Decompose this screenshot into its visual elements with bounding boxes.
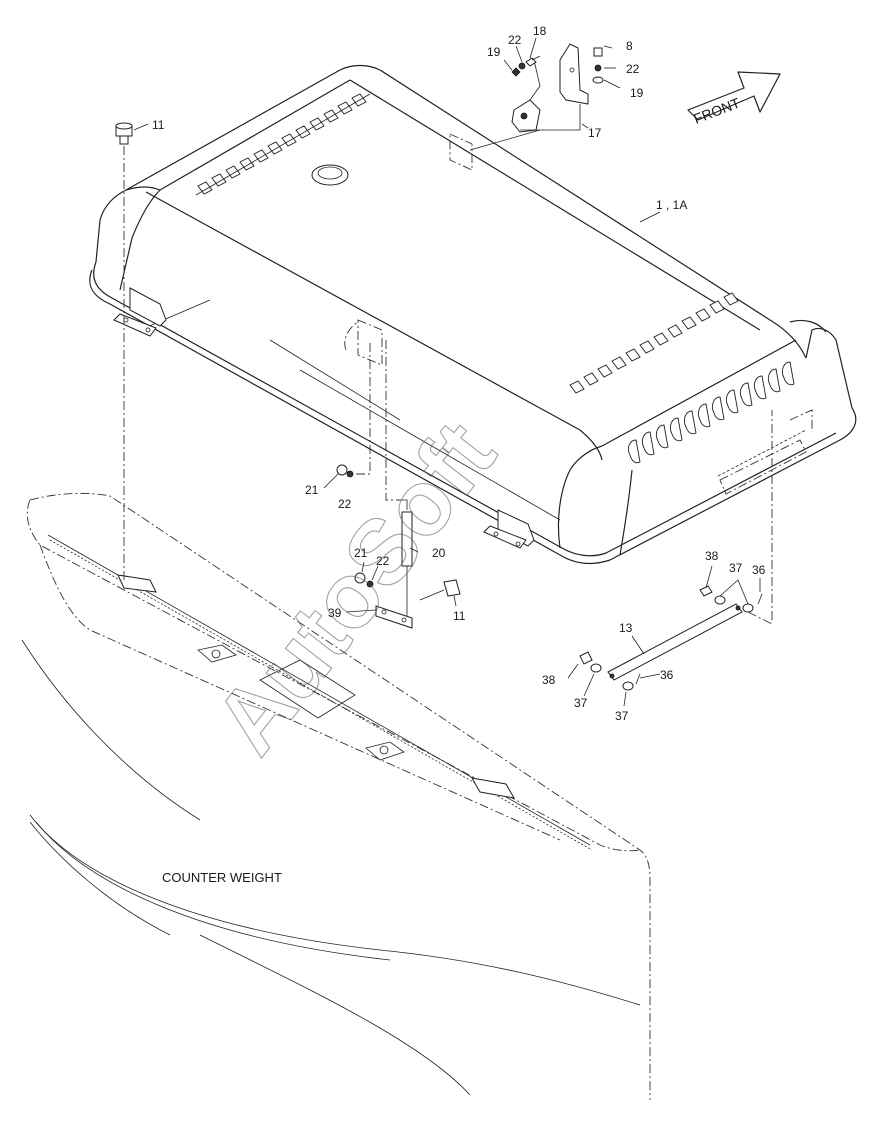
callout-21-a: 21 [305, 483, 319, 497]
callout-37-a: 37 [729, 561, 743, 575]
callout-22-a: 22 [508, 33, 522, 47]
callout-13: 13 [619, 621, 633, 635]
callout-22-d: 22 [376, 554, 390, 568]
callout-38-a: 38 [705, 549, 719, 563]
latch-17 [469, 43, 604, 151]
callout-38-b: 38 [542, 673, 556, 687]
callout-21-b: 21 [354, 546, 368, 560]
callout-19-b: 19 [630, 86, 644, 100]
callout-11-top: 11 [152, 118, 165, 132]
gas-spring-20 [385, 340, 413, 616]
callout-37-c: 37 [615, 709, 629, 723]
bracket-39 [354, 572, 413, 629]
bolt-11-top [115, 122, 133, 580]
counter-weight [21, 492, 651, 1100]
callout-8: 8 [626, 39, 633, 53]
callout-19-a: 19 [487, 45, 501, 59]
callout-18: 18 [533, 24, 547, 38]
vent-slots-rear-top [569, 292, 739, 394]
bolt-11-mid [419, 579, 461, 601]
callout-22-c: 22 [338, 497, 352, 511]
engine-hood [89, 64, 857, 565]
front-arrow: FRONT [687, 71, 781, 127]
callout-11-mid: 11 [453, 609, 466, 623]
callout-22-b: 22 [626, 62, 640, 76]
callout-20: 20 [432, 546, 446, 560]
callout-39: 39 [328, 606, 342, 620]
callout-36-a: 36 [752, 563, 766, 577]
hinge-right [483, 509, 535, 549]
hinge-left [113, 287, 167, 337]
washer-22-upper [346, 470, 354, 478]
callout-37-b: 37 [574, 696, 588, 710]
callout-36-b: 36 [660, 668, 674, 682]
vent-slots-rear-side [627, 361, 795, 464]
vent-slots-front [195, 93, 371, 196]
parts [115, 43, 773, 691]
leader-lines [133, 37, 761, 707]
watermark: AutoSoft [195, 404, 514, 773]
callout-1-1a: 1 , 1A [656, 198, 687, 212]
stay-13 [579, 410, 773, 691]
nut-21-upper [336, 464, 348, 476]
counterweight-label: COUNTER WEIGHT [162, 870, 282, 885]
callouts: 11 1 , 1A 19 22 18 8 22 19 17 21 22 20 2… [152, 24, 766, 723]
callout-17: 17 [588, 126, 602, 140]
